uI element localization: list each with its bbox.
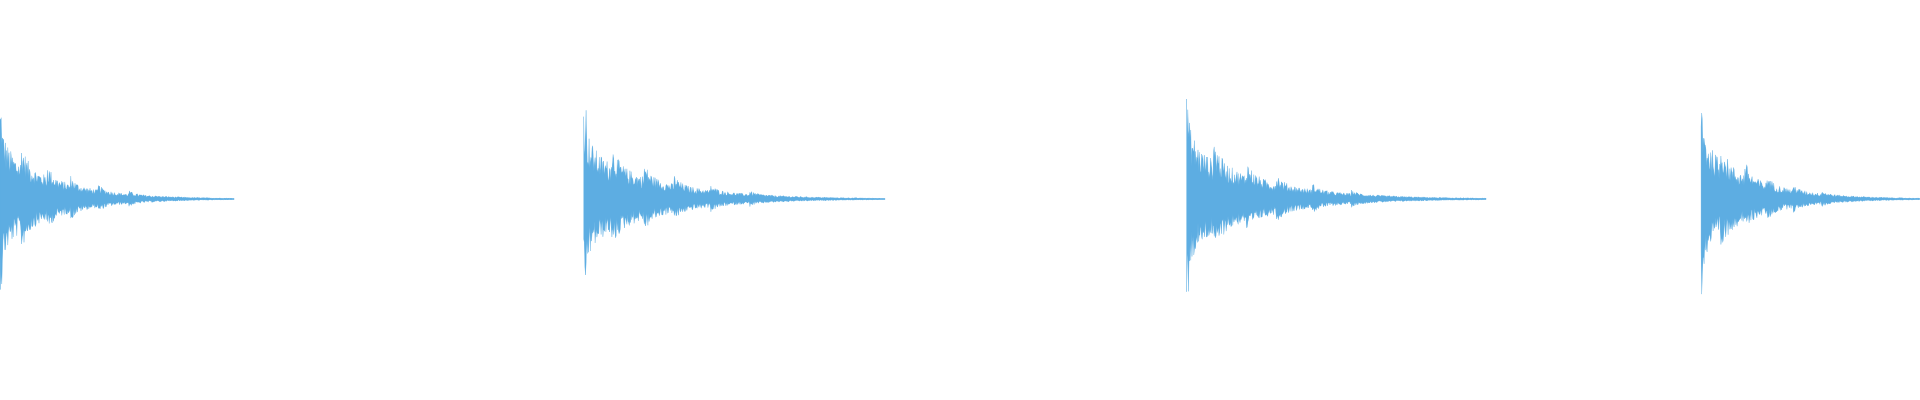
waveform-shape-2 — [583, 110, 886, 276]
waveform-shape-1 — [0, 117, 235, 290]
audio-clip-4 — [1700, 112, 1920, 295]
waveform-shape-3 — [1186, 98, 1487, 292]
waveform-clips — [0, 98, 1920, 295]
audio-clip-2 — [583, 110, 886, 276]
waveform-shape-4 — [1700, 112, 1920, 295]
audio-clip-3 — [1186, 98, 1487, 292]
audio-clip-1 — [0, 117, 235, 290]
